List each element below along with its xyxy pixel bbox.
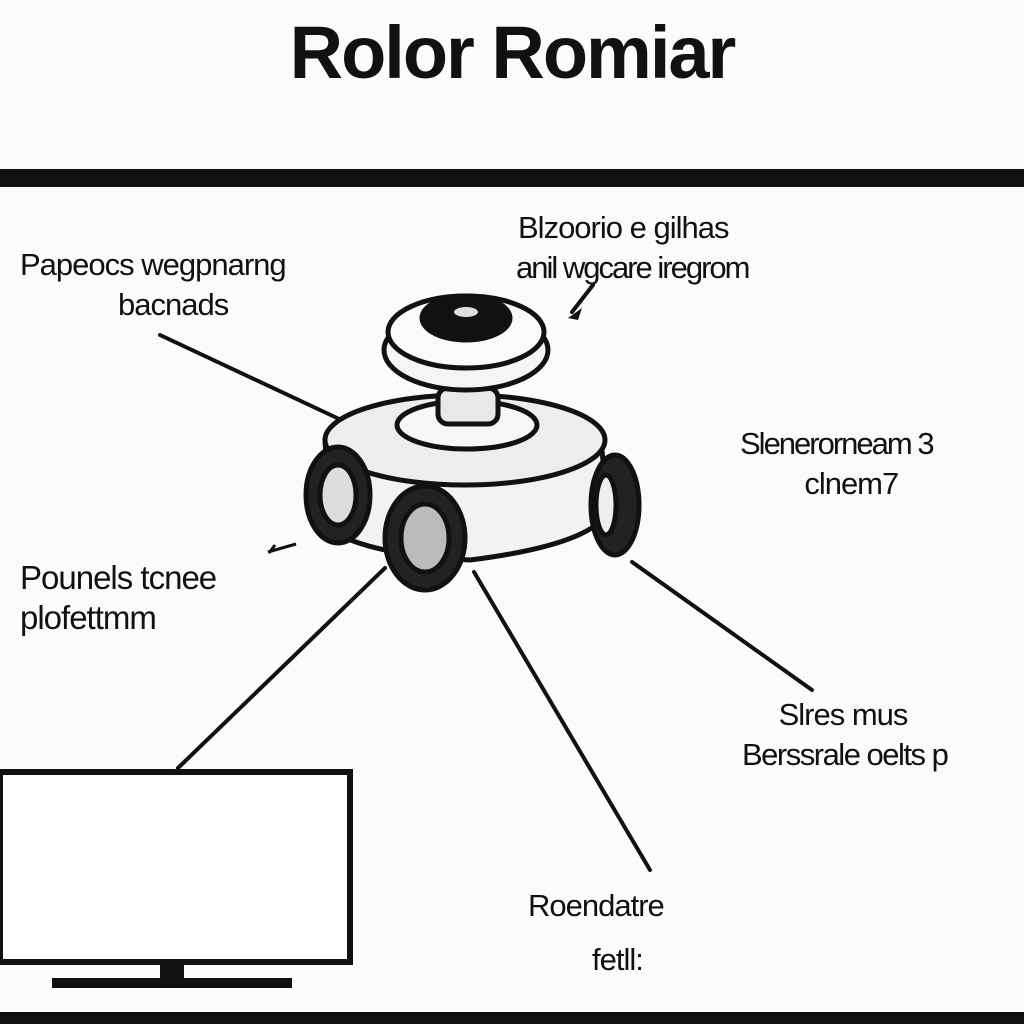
monitor-illustration (0, 769, 353, 988)
robot-illustration (303, 293, 642, 593)
annotation-mark-mid-left (267, 542, 297, 554)
leader-line-bottom (472, 570, 652, 872)
leader-line-top-right (570, 283, 595, 314)
label-top-right: Blzoorio e gilhas anil wgcare iregrom (516, 208, 750, 288)
header-divider (0, 169, 1024, 187)
label-lower-right: Slres mus Berssrale oelts p (742, 695, 949, 775)
leader-line-top-left (158, 333, 354, 427)
leader-line-lower-right (630, 560, 814, 692)
annotation-mark-top-right (568, 308, 582, 320)
label-lower-right-line2: Berssrale oelts p (742, 737, 949, 772)
label-top-left-line1: Papeocs wegpnarng (20, 247, 287, 282)
label-mid-left-line2: plofettmm (20, 599, 157, 636)
label-bottom-center-line2: fetll: (592, 942, 644, 977)
label-mid-left: Pounels tcnee plofettmm (20, 558, 217, 638)
label-top-right-line2: anil wgcare iregrom (516, 250, 750, 285)
label-bottom-center-line1: Roendatre (528, 888, 665, 923)
label-mid-right: Slenerorneam 3 clnem7 (740, 424, 935, 504)
label-mid-right-line2: clnem7 (804, 466, 899, 501)
label-top-left: Papeocs wegpnarng bacnads (20, 245, 287, 325)
label-bottom-center: Roendatre fetll: (528, 886, 665, 980)
label-lower-right-line1: Slres mus (778, 697, 909, 732)
leader-line-monitor (176, 566, 387, 770)
label-top-right-line1: Blzoorio e gilhas (518, 210, 729, 245)
label-mid-left-line1: Pounels tcnee (20, 559, 217, 596)
label-top-left-line2: bacnads (118, 287, 229, 322)
diagram-title: Rolor Romiar (289, 11, 737, 94)
label-mid-right-line1: Slenerorneam 3 (740, 426, 935, 461)
footer-divider (0, 1012, 1024, 1024)
